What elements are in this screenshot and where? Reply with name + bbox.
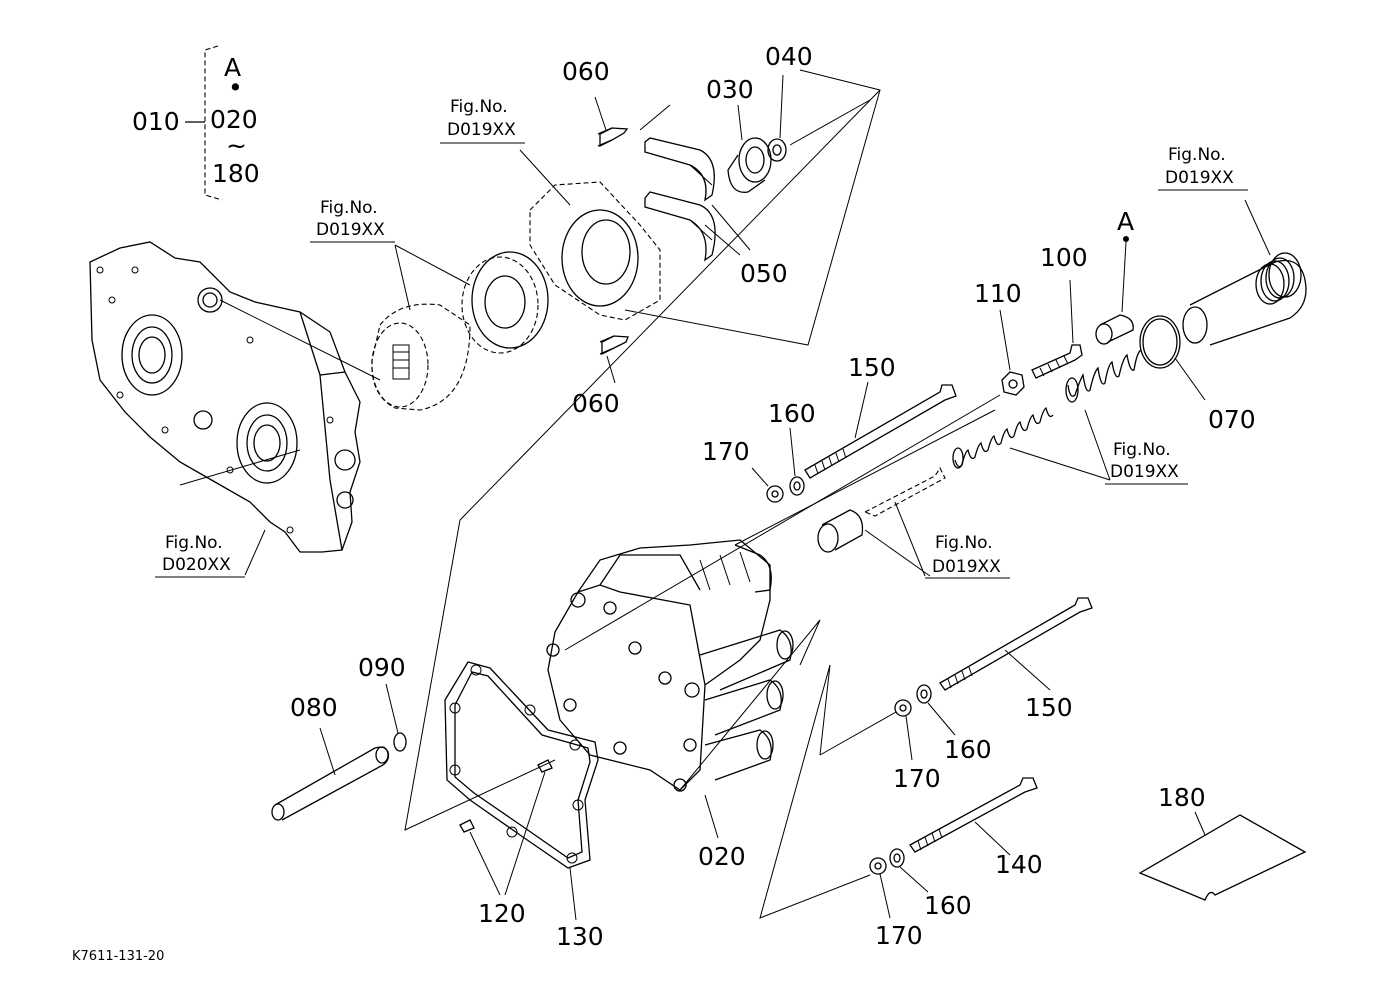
- part-label-160-mid: 160: [944, 735, 992, 764]
- part-label-160-top: 160: [768, 399, 816, 428]
- part-label-110: 110: [974, 279, 1022, 308]
- fig-ref-d019xx-sleeve: Fig.No. D019XX: [1158, 145, 1248, 191]
- bolt-150-top: [804, 381, 957, 479]
- part-label-150-top: 150: [848, 353, 896, 382]
- part-label-180: 180: [1158, 783, 1206, 812]
- bolt-140: [909, 777, 1038, 856]
- part-label-080: 080: [290, 693, 338, 722]
- washer-160-top: [789, 427, 805, 496]
- svg-text:Fig.No.: Fig.No.: [320, 198, 378, 218]
- plug: [1095, 314, 1134, 345]
- svg-text:Fig.No.: Fig.No.: [1168, 145, 1226, 165]
- part-label-050: 050: [740, 259, 788, 288]
- fig-ref-d020xx: Fig.No. D020XX: [155, 533, 245, 578]
- svg-text:Fig.No.: Fig.No.: [450, 97, 508, 117]
- spool: [817, 466, 946, 553]
- washer-170-mid: [894, 699, 913, 761]
- fig-ref-d019xx-springs: Fig.No. D019XX: [1105, 440, 1188, 485]
- part-label-060-top: 060: [562, 57, 610, 86]
- part-label-140: 140: [995, 850, 1043, 879]
- svg-text:Fig.No.: Fig.No.: [1113, 440, 1171, 460]
- spring-large: [1065, 349, 1142, 403]
- bearing-holder: [529, 181, 661, 321]
- svg-text:D019XX: D019XX: [932, 557, 1001, 577]
- part-label-170-mid: 170: [893, 764, 941, 793]
- bearing-shells-050: [644, 137, 751, 262]
- svg-text:D019XX: D019XX: [1165, 168, 1234, 188]
- clutch-drum: [371, 303, 471, 411]
- part-label-150-right: 150: [1025, 693, 1073, 722]
- svg-text:D019XX: D019XX: [447, 120, 516, 140]
- fig-ref-d019xx-drum: Fig.No. D019XX: [310, 198, 395, 243]
- part-label-170-bottom: 170: [875, 921, 923, 950]
- spring-small: [952, 406, 1054, 469]
- washer-160-bottom: [889, 848, 929, 893]
- part-label-070: 070: [1208, 405, 1256, 434]
- bolt-060-top: [594, 96, 629, 148]
- svg-text:D020XX: D020XX: [162, 555, 231, 575]
- group-bracket: A • 020 ~ 180 010: [132, 45, 260, 201]
- washer-160-mid: [916, 684, 956, 736]
- part-label-090: 090: [358, 653, 406, 682]
- part-label-130: 130: [556, 922, 604, 951]
- part-label-010: 010: [132, 107, 180, 136]
- bolt-150-right: [939, 597, 1093, 691]
- valve-sleeve: [1182, 199, 1307, 346]
- bolt-060-bottom: [599, 335, 629, 384]
- bracket-from: 020: [210, 105, 258, 134]
- part-label-100: 100: [1040, 243, 1088, 272]
- bracket-top-a: A: [224, 53, 241, 82]
- svg-text:Fig.No.: Fig.No.: [935, 533, 993, 553]
- o-ring-090: [385, 683, 407, 752]
- bracket-dot: •: [228, 73, 243, 102]
- pins-120: [459, 759, 553, 896]
- label-sheet-180: [1138, 811, 1307, 901]
- part-label-170-top: 170: [702, 437, 750, 466]
- fig-ref-d019xx-holder: Fig.No. D019XX: [440, 97, 525, 144]
- screw-100: [1031, 279, 1083, 379]
- ref-a-marker: A: [1117, 207, 1134, 236]
- washer-040: [767, 74, 787, 162]
- bracket-tilde: ~: [226, 131, 247, 160]
- shaft-080: [271, 727, 390, 821]
- svg-text:D019XX: D019XX: [1110, 462, 1179, 482]
- drawing-code: K7611-131-20: [72, 949, 164, 964]
- part-label-020: 020: [698, 842, 746, 871]
- washer-170-bottom: [869, 857, 891, 919]
- part-label-120: 120: [478, 899, 526, 928]
- svg-text:Fig.No.: Fig.No.: [165, 533, 223, 553]
- part-label-040: 040: [765, 42, 813, 71]
- washer-170-top: [751, 467, 784, 503]
- fig-ref-d019xx-spool: Fig.No. D019XX: [925, 533, 1010, 579]
- valve-body-020: [546, 539, 794, 839]
- gasket-130: [444, 661, 599, 921]
- needle-bearing-030: [727, 104, 772, 193]
- part-label-030: 030: [706, 75, 754, 104]
- part-label-160-bottom: 160: [924, 891, 972, 920]
- part-label-060-bottom: 060: [572, 389, 620, 418]
- bearing-ring: [461, 251, 549, 354]
- bracket-to: 180: [212, 159, 260, 188]
- transmission-housing: [89, 241, 381, 553]
- svg-text:D019XX: D019XX: [316, 220, 385, 240]
- o-ring-070: [1139, 315, 1206, 401]
- nut-110: [999, 309, 1025, 396]
